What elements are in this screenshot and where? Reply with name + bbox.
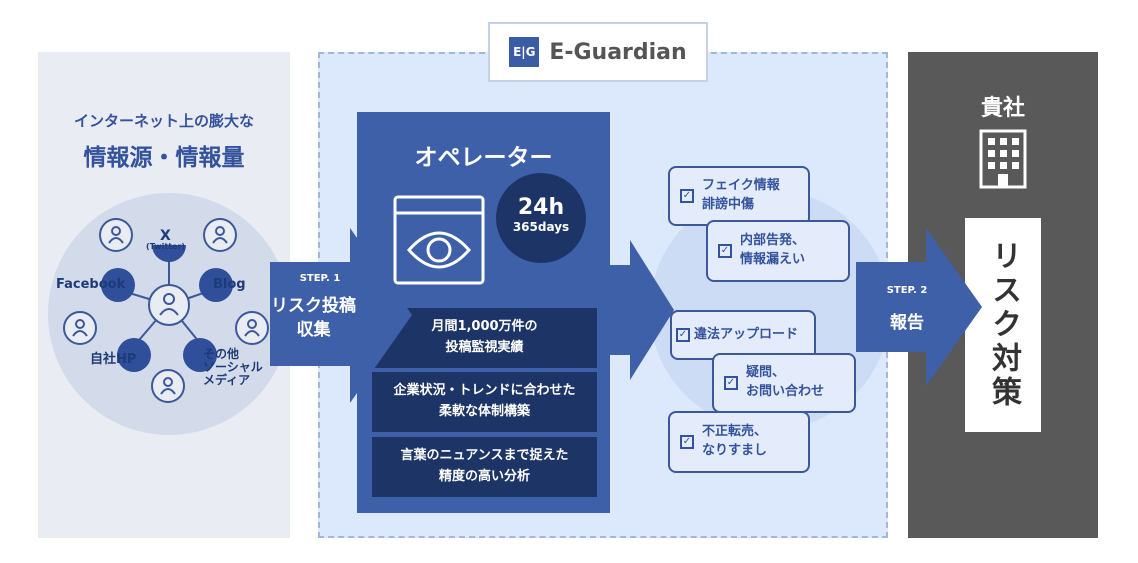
left-title: 情報源・情報量 bbox=[83, 145, 245, 171]
step1-arrow bbox=[270, 228, 412, 403]
source-blog: Blog bbox=[213, 277, 246, 292]
source-company-hp: 自社HP bbox=[90, 352, 137, 367]
risk-countermeasure-box: リスク対策 bbox=[965, 218, 1041, 432]
left-subtitle: インターネット上の膨大な bbox=[73, 112, 254, 130]
check-icon: ✓ bbox=[724, 376, 738, 390]
source-facebook: Facebook bbox=[56, 277, 126, 292]
source-twitter: (Twitter) bbox=[146, 242, 186, 251]
user-icons bbox=[63, 218, 269, 403]
check-icon: ✓ bbox=[680, 189, 694, 203]
step1-text: リスク投稿収集 bbox=[271, 296, 356, 340]
feature-flexible-system: 企業状況・トレンドに合わせた柔軟な体制構築 bbox=[372, 372, 597, 432]
operator-title: オペレーター bbox=[414, 145, 553, 171]
risk-bubble-leak: ✓内部告発、情報漏えい bbox=[706, 220, 850, 282]
source-other-social: その他ソーシャルメディア bbox=[203, 347, 263, 388]
24h-365days-badge: 24h 365days bbox=[496, 173, 586, 263]
step2-arrow bbox=[856, 228, 982, 386]
risk-bubble-inquiry: ✓疑問、お問い合わせ bbox=[712, 353, 856, 413]
sns-node-dots bbox=[101, 245, 233, 372]
logo-mark-icon: E|G bbox=[509, 37, 540, 67]
client-title: 貴社 bbox=[980, 96, 1025, 121]
check-icon: ✓ bbox=[718, 244, 732, 258]
logo-text: E-Guardian bbox=[549, 39, 687, 65]
sns-network-diagram bbox=[63, 218, 269, 403]
building-icon bbox=[979, 129, 1027, 189]
step2-text: 報告 bbox=[890, 313, 924, 333]
middle-arrow bbox=[610, 240, 674, 380]
step1-label: STEP. 1 bbox=[299, 273, 341, 284]
risk-bubble-resale: ✓不正転売、なりすまし bbox=[668, 411, 810, 473]
source-x: X bbox=[160, 228, 171, 244]
monitor-eye-icon bbox=[393, 195, 485, 285]
step2-label: STEP. 2 bbox=[886, 285, 928, 296]
risk-bubble-illegal-upload: ✓違法アップロード bbox=[670, 310, 816, 360]
check-icon: ✓ bbox=[676, 328, 690, 342]
e-guardian-logo: E|G E-Guardian bbox=[488, 22, 708, 82]
risk-bubble-fake-info: ✓フェイク情報誹謗中傷 bbox=[668, 166, 810, 226]
feature-precise-analysis: 言葉のニュアンスまで捉えた精度の高い分析 bbox=[372, 437, 597, 497]
check-icon: ✓ bbox=[680, 435, 694, 449]
